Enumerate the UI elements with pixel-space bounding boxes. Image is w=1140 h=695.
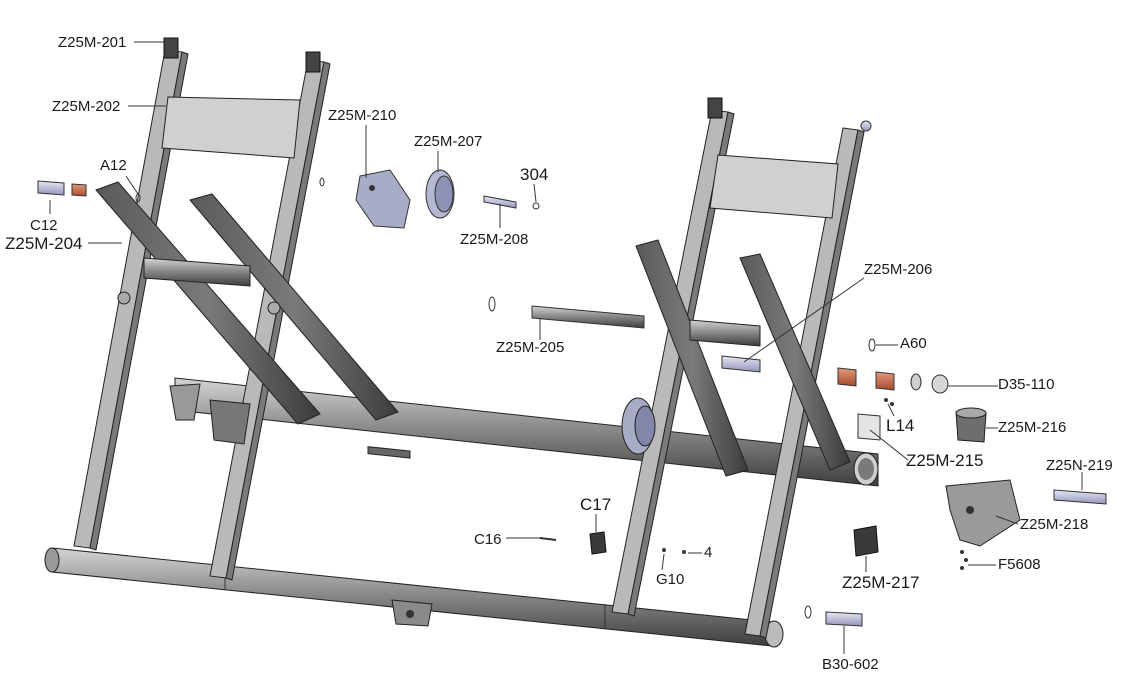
label-l14: L14 (886, 416, 915, 435)
label-z25m-204: Z25M-204 (5, 234, 83, 253)
label-z25m-208: Z25M-208 (460, 231, 529, 248)
left-upright-frame (73, 37, 331, 581)
label-z25m-215: Z25M-215 (906, 451, 984, 470)
label-a12: A12 (100, 157, 127, 174)
label-c12: C12 (30, 217, 58, 234)
part-g10-4-small (662, 548, 686, 554)
label-z25m-218: Z25M-218 (1020, 516, 1089, 533)
part-z25m-216-cup (955, 407, 987, 443)
label-z25m-210: Z25M-210 (328, 107, 397, 124)
label-a60: A60 (900, 335, 927, 352)
label-304: 304 (520, 165, 549, 184)
part-c16-pin (539, 537, 557, 541)
label-b30-602: B30-602 (822, 656, 879, 673)
label-z25m-216: Z25M-216 (998, 419, 1067, 436)
part-z25m-205-shaft (319, 177, 645, 329)
bottom-front-tube (44, 547, 784, 648)
label-z25n-219: Z25N-219 (1046, 457, 1113, 474)
part-z25m-206-pin (721, 355, 761, 373)
label-z25m-206: Z25M-206 (864, 261, 933, 278)
label-z25m-217: Z25M-217 (842, 573, 920, 592)
label-c17: C17 (580, 495, 612, 514)
part-c17-clip (589, 531, 607, 555)
part-c12-pin-and-bushing (37, 180, 141, 203)
part-z25m-210-bracket (355, 169, 411, 229)
label-f5608: F5608 (998, 556, 1041, 573)
part-z25m-217-block (853, 525, 879, 557)
right-scissor-arms (621, 239, 851, 477)
label-d35-110: D35-110 (998, 376, 1055, 393)
part-b30-602-pin (804, 605, 863, 627)
label-4: 4 (704, 544, 713, 561)
label-g10: G10 (656, 571, 685, 588)
left-scissor-arms (95, 181, 399, 445)
label-z25m-202: Z25M-202 (52, 98, 121, 115)
part-a60-bushings (837, 338, 949, 394)
leader-lines (49, 41, 1083, 654)
label-c16: C16 (474, 531, 502, 548)
label-z25m-207: Z25M-207 (414, 133, 483, 150)
label-z25m-205: Z25M-205 (496, 339, 565, 356)
part-f5608-screws (960, 550, 968, 570)
part-z25m-208-pin (483, 195, 540, 210)
label-z25m-201: Z25M-201 (58, 34, 127, 51)
part-z25m-207-roller (425, 169, 455, 219)
part-z25m-218-bracket (945, 479, 1021, 547)
part-z25n-219-pin (1053, 489, 1107, 505)
